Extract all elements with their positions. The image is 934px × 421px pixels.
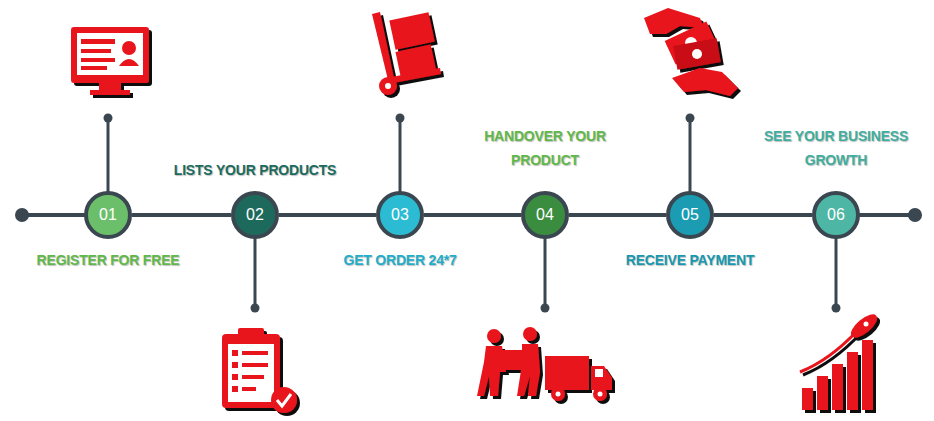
step-circle: 03GET ORDER 24*7	[376, 191, 424, 239]
growth-bar	[802, 388, 813, 410]
leader-dot	[251, 304, 260, 313]
timeline-connector	[714, 213, 812, 217]
leader-line	[835, 238, 838, 308]
leader-line	[689, 118, 692, 192]
monitor-panel	[77, 33, 143, 75]
leader-line	[544, 238, 547, 308]
step-number: 05	[681, 207, 699, 223]
leader-dot	[104, 114, 113, 123]
monitor-stand	[99, 83, 121, 90]
banknote-mark	[692, 49, 702, 59]
step-label: REGISTER FOR FREE	[37, 248, 180, 272]
step-label: GET ORDER 24*7	[343, 248, 456, 272]
hand-truck-icon	[372, 12, 441, 95]
monitor-avatar	[122, 41, 136, 55]
leader-dot	[686, 114, 695, 123]
payment-icon	[644, 8, 738, 96]
truck-wheel	[593, 387, 607, 401]
growth-icon	[800, 310, 881, 410]
truck-hub	[556, 392, 561, 397]
leader-dot	[832, 304, 841, 313]
list-line	[242, 363, 268, 367]
person-head	[523, 327, 537, 341]
timeline-connector	[132, 213, 231, 217]
clipboard-board	[222, 334, 280, 408]
step-label: SEE YOUR BUSINESS GROWTH	[756, 124, 916, 172]
step-circle: 05RECEIVE PAYMENT	[666, 191, 714, 239]
leader-line	[399, 118, 402, 192]
step-circle: 06SEE YOUR BUSINESS GROWTH	[812, 191, 860, 239]
list-line	[242, 375, 264, 379]
leader-dot	[396, 114, 405, 123]
parcel	[500, 350, 526, 370]
monitor-line	[81, 66, 107, 70]
clipboard-icon	[222, 328, 297, 413]
timeline-connector	[424, 213, 521, 217]
leader-line	[254, 238, 257, 308]
leader-dot	[541, 304, 550, 313]
step-label: HANDOVER YOUR PRODUCT	[465, 124, 625, 172]
step-circle: 01REGISTER FOR FREE	[84, 191, 132, 239]
monitor-line	[81, 39, 115, 44]
leader-line	[107, 118, 110, 192]
delivery-icon	[477, 327, 612, 401]
list-line	[242, 351, 268, 355]
monitor-line	[81, 58, 115, 62]
check-mark	[277, 394, 291, 406]
timeline-line	[858, 213, 915, 217]
growth-bar	[847, 352, 858, 410]
growth-bar	[817, 376, 828, 410]
monitor-line	[81, 49, 111, 53]
list-line	[242, 387, 256, 391]
truck-window	[595, 369, 603, 377]
monitor-icon	[71, 27, 149, 95]
timeline-connector	[569, 213, 666, 217]
monitor-screen	[71, 27, 149, 83]
step-number: 02	[246, 207, 264, 223]
end-dot	[908, 208, 922, 222]
truck-wheel	[551, 387, 565, 401]
step-number: 01	[99, 207, 117, 223]
monitor-avatar	[119, 59, 139, 66]
person-head	[487, 329, 501, 343]
check-box	[232, 386, 238, 392]
truck-hub	[385, 83, 391, 89]
timeline-line	[22, 213, 86, 217]
truck-wheel	[379, 77, 397, 95]
step-number: 06	[827, 207, 845, 223]
timeline-connector	[279, 213, 376, 217]
clipboard-paper	[228, 344, 274, 402]
growth-trail	[800, 330, 858, 372]
end-dot	[15, 208, 29, 222]
growth-bar	[862, 340, 873, 410]
rocket	[847, 310, 881, 341]
truck-box	[389, 12, 434, 50]
monitor-base	[90, 90, 130, 95]
truck-cab	[591, 366, 612, 390]
truck-body	[545, 356, 589, 390]
check-box	[232, 374, 238, 380]
clipboard-clip	[238, 328, 264, 339]
growth-bar	[832, 364, 843, 410]
check-box	[232, 350, 238, 356]
step-number: 04	[536, 207, 554, 223]
step-circle: 04HANDOVER YOUR PRODUCT	[521, 191, 569, 239]
step-circle: 02LISTS YOUR PRODUCTS	[231, 191, 279, 239]
banknote	[673, 38, 720, 69]
step-label: RECEIVE PAYMENT	[626, 248, 754, 272]
check-badge	[271, 387, 297, 413]
step-number: 03	[391, 207, 409, 223]
truck-hub	[598, 392, 603, 397]
step-label: LISTS YOUR PRODUCTS	[174, 158, 336, 182]
check-box	[232, 362, 238, 368]
rocket-window	[864, 322, 869, 327]
hand-bottom	[672, 68, 738, 96]
